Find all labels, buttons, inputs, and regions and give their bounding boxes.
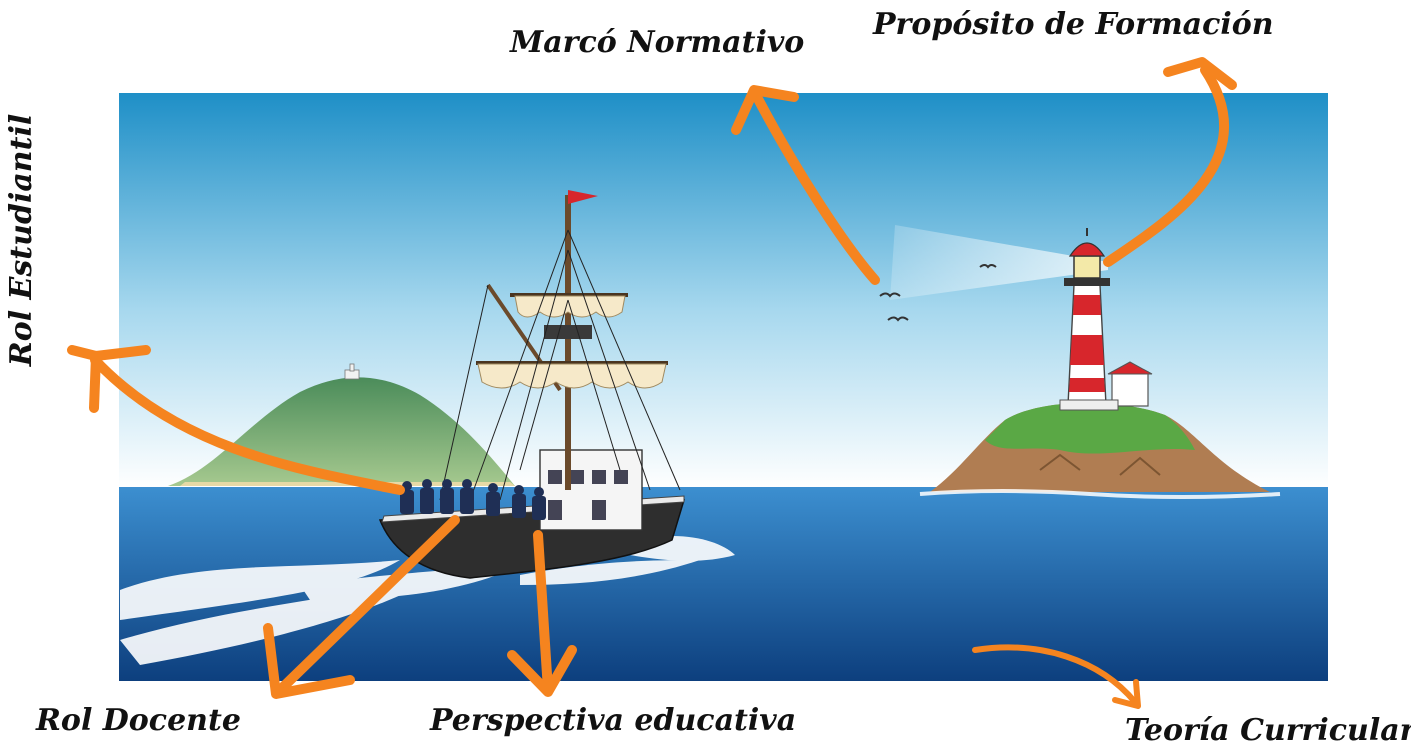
label-proposito-formacion: Propósito de Formación (873, 7, 1274, 42)
seagull-icon (879, 264, 997, 322)
arrow-to-teoria-curricular (972, 644, 1141, 709)
arrow-to-proposito-formacion (1103, 57, 1237, 267)
label-rol-estudiantil: Rol Estudiantil (4, 113, 39, 367)
label-teoria-curricular: Teoría Curricular (1125, 713, 1411, 748)
lighthouse-icon (890, 225, 1153, 411)
arrow-to-perspectiva-educativa (507, 530, 577, 697)
arrow-to-rol-docente (263, 515, 460, 699)
arrow-to-rol-estudiantil (67, 345, 405, 495)
label-marco-normativo: Marcó Normativo (510, 25, 805, 60)
ship-wake (120, 535, 735, 665)
sailing-ship-icon (378, 190, 686, 579)
label-rol-docente: Rol Docente (36, 703, 241, 738)
arrow-to-marco-normativo (731, 85, 880, 285)
label-perspectiva-educativa: Perspectiva educativa (430, 703, 797, 738)
rocky-island-icon (919, 402, 1281, 499)
